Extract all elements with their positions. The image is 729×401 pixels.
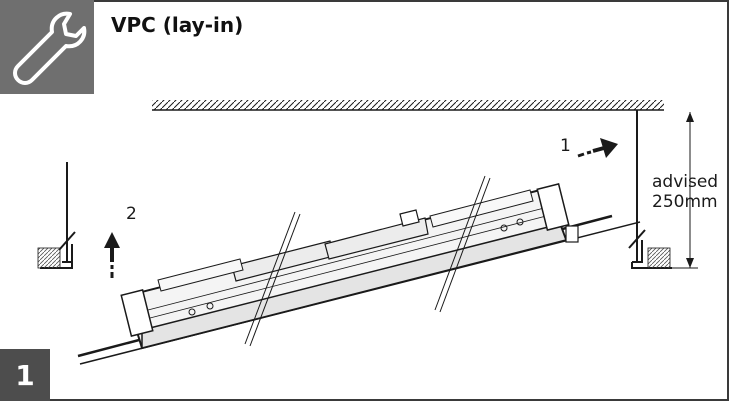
right-suspension — [628, 110, 672, 269]
distance-label-line1: advised — [652, 172, 719, 192]
distance-label-line2: 250mm — [652, 192, 718, 212]
top-border — [94, 0, 729, 2]
arrow-1 — [577, 138, 618, 158]
dimension-marker — [650, 112, 698, 269]
ceiling — [152, 100, 664, 111]
luminaire — [77, 175, 641, 365]
arrow-2 — [104, 232, 120, 278]
wrench-icon — [13, 11, 87, 85]
bottom-border — [50, 399, 729, 401]
step-number-badge: 1 — [0, 349, 50, 401]
left-suspension — [37, 162, 76, 269]
right-border — [727, 0, 729, 401]
arrow-1-label: 1 — [560, 136, 571, 156]
page-title: VPC (lay-in) — [111, 13, 244, 37]
arrow-2-label: 2 — [126, 204, 137, 224]
tool-badge — [0, 0, 94, 94]
